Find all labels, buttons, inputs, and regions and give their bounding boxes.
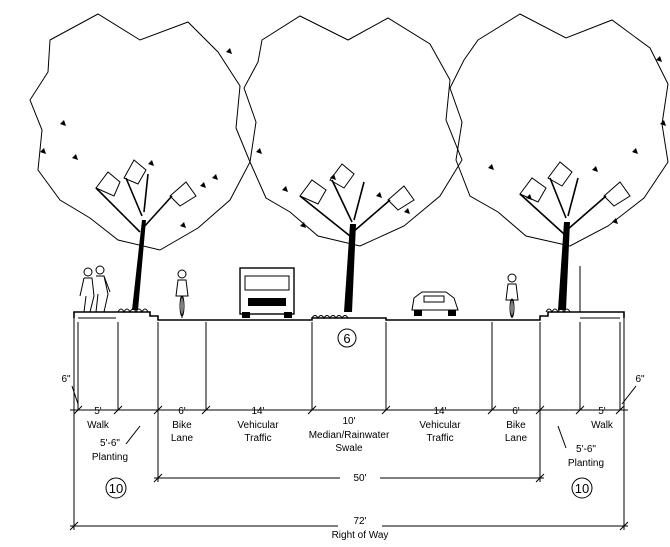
curb-right-dimension: 6": [635, 374, 645, 385]
traffic-left-dimension: 14': [251, 406, 264, 417]
car-icon: [411, 291, 459, 316]
inner-width-dimension: [153, 473, 545, 483]
right-of-way-label: Right of Way: [332, 530, 389, 541]
median-callout-number: 6: [343, 331, 350, 346]
planting-left-leader: [125, 425, 141, 445]
planting-right-label: Planting: [568, 458, 604, 469]
bike-left-label-1: Bike: [172, 420, 192, 431]
traffic-left-label-2: Traffic: [244, 433, 271, 444]
street-profile: [73, 266, 625, 530]
bike-left-dimension: 6': [178, 406, 186, 417]
total-width-value: 72': [353, 516, 366, 527]
tree-canopy-middle: [243, 15, 463, 247]
inner-width-label: 50': [353, 473, 366, 484]
dimension-row: [70, 405, 628, 415]
curb-left-leader: [71, 385, 79, 405]
traffic-right-dimension: 14': [433, 406, 446, 417]
tree-trunk-middle: [299, 163, 415, 312]
planting-right-leader: [557, 425, 567, 449]
planting-shrubs: [117, 308, 571, 319]
walk-right-label: Walk: [591, 420, 614, 431]
planting-left-callout: 10: [105, 477, 127, 499]
planting-left-callout-number: 10: [109, 481, 123, 496]
traffic-right-label-1: Vehicular: [419, 420, 461, 431]
planting-left-label: Planting: [92, 452, 128, 463]
bike-right-label-2: Lane: [505, 433, 528, 444]
bike-right-dimension: 6': [512, 406, 520, 417]
bicyclist-left-icon: [175, 269, 189, 318]
planting-right-dimension: 5'-6": [576, 444, 596, 455]
traffic-left-label-1: Vehicular: [237, 420, 279, 431]
curb-right-leader: [621, 385, 637, 405]
walk-left-label: Walk: [87, 420, 110, 431]
bike-right-label-1: Bike: [506, 420, 526, 431]
dimension-guides: [77, 322, 621, 482]
leaf-flecks: [40, 48, 666, 228]
tree-trunk-left: [95, 159, 197, 310]
walk-left-dimension: 5': [94, 406, 102, 417]
tree-canopy-left: [29, 13, 251, 251]
walk-right-dimension: 5': [598, 406, 606, 417]
median-label-2: Swale: [335, 443, 363, 454]
median-label-1: Median/Rainwater: [309, 430, 390, 441]
planting-right-callout: 10: [571, 477, 593, 499]
truck-icon: [239, 267, 295, 318]
median-callout: 6: [337, 328, 357, 348]
planting-right-callout-number: 10: [575, 481, 589, 496]
median-dimension: 10': [342, 416, 355, 427]
tree-trunk-right: [519, 161, 631, 310]
tree-canopy-right: [449, 13, 669, 247]
total-width-dimension: [69, 521, 629, 531]
planting-left-dimension: 5'-6": [100, 438, 120, 449]
bicyclist-right-icon: [505, 273, 519, 318]
traffic-right-label-2: Traffic: [426, 433, 453, 444]
pedestrians-icon: [79, 265, 111, 313]
bike-left-label-2: Lane: [171, 433, 194, 444]
curb-left-dimension: 6": [61, 374, 71, 385]
